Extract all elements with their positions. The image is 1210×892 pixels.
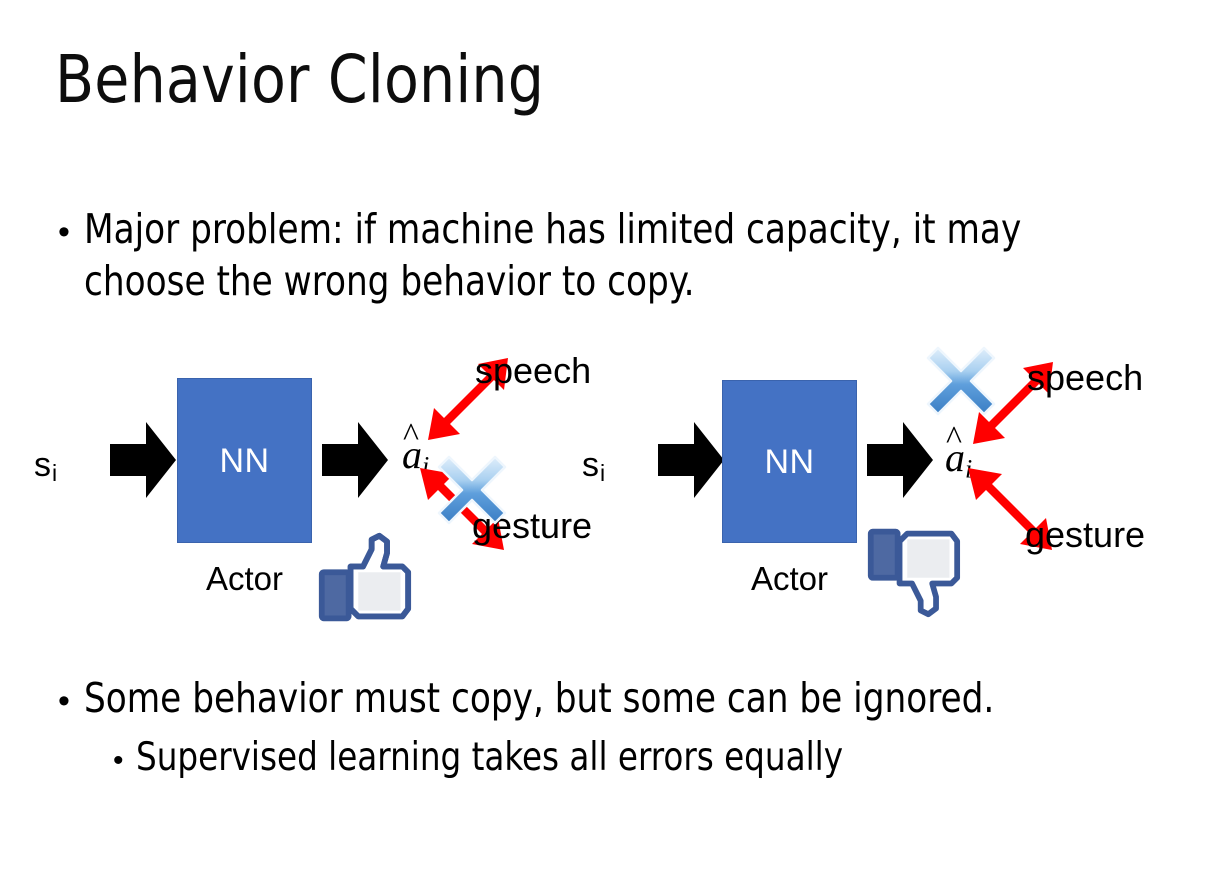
bullet-text-1: Major problem: if machine has limited ca… [83,205,1022,306]
state-subscript: i [52,460,58,487]
diagram-right: si NN Actor ^ai speech [565,340,1165,640]
action-label-right: ^ai [945,422,972,483]
nn-box-left: NN [177,378,312,543]
action-hat-icon: ^ [946,420,962,457]
thumbs-up-icon [316,530,412,626]
bullet-text-3: Supervised learning takes all errors equ… [135,735,843,780]
page-title: Behavior Cloning [55,41,545,118]
cross-out-icon-speech-right [924,344,998,418]
red-double-arrow-speech-left [412,348,520,456]
output-label-speech-right: speech [1027,357,1144,398]
actor-caption-right: Actor [750,560,829,597]
bullet-item-2: • Some behavior must copy, but some can … [58,672,1178,724]
bullet-text-2: Some behavior must copy, but some can be… [83,674,995,722]
input-block-arrow-right [658,422,724,498]
actor-caption-left: Actor [205,560,284,597]
state-subscript: i [600,460,606,487]
output-label-speech-left: speech [475,350,592,391]
bullet-marker-icon: • [113,744,124,777]
action-subscript: i [422,451,430,481]
cross-out-icon-gesture-left [435,453,509,527]
output-block-arrow-right [867,422,933,498]
nn-box-label: NN [764,442,815,481]
bullet-marker-icon: • [58,213,70,251]
action-hat-icon: ^ [403,417,419,454]
diagram-left: si NN Actor ^ai speech [20,340,620,640]
thumbs-down-icon [865,524,961,620]
nn-box-right: NN [722,380,857,543]
red-double-arrow-speech-right [957,352,1065,460]
nn-box-label: NN [219,441,270,480]
output-block-arrow-left [322,422,388,498]
input-block-arrow-left [110,422,176,498]
bullet-item-1: • Major problem: if machine has limited … [58,203,1128,308]
state-label-right: si [582,446,606,487]
red-double-arrow-gesture-right [956,452,1064,560]
bullet-item-3: • Supervised learning takes all errors e… [113,733,1173,783]
action-label-left: ^ai [402,417,430,481]
state-label-left: si [34,446,58,487]
bullet-marker-icon: • [58,682,70,720]
output-label-gesture-right: gesture [1025,514,1146,555]
